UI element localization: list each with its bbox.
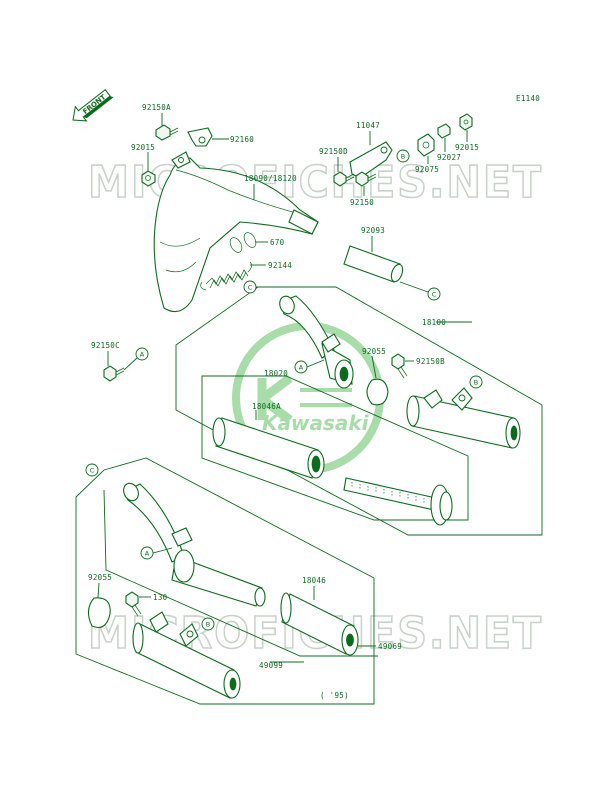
ref-c-mid-text: C [248, 284, 253, 292]
ref-circle-b-mid [469, 375, 483, 389]
label-92150: 92150 [350, 198, 374, 207]
ref-c-top-text: C [432, 291, 437, 299]
label-92150b: 92150B [416, 357, 445, 366]
ref-circle-a-left [135, 347, 149, 361]
label-92150a: 92150A [142, 103, 171, 112]
front-arrow-icon: FRONT [72, 89, 114, 122]
ref-c-bottom-text: C [90, 467, 95, 475]
label-92075: 92075 [415, 165, 439, 174]
inner-frame-18020 [201, 375, 469, 521]
muffler-49099 [132, 611, 241, 699]
spring-92144 [200, 261, 252, 291]
ref-a-left-text: A [140, 351, 145, 359]
assembly-frame-18100 [175, 286, 543, 536]
logo-text: Kawasaki [262, 411, 370, 435]
label-92027: 92027 [437, 153, 461, 162]
gasket-92055-top [366, 378, 389, 406]
pipe-92093 [343, 245, 404, 283]
nut-92015-right [459, 113, 473, 131]
inner-frame-bottom [103, 489, 378, 657]
ref-a-mid-text: A [299, 364, 304, 372]
bolt-92150a [155, 124, 179, 141]
label-92055-bottom: 92055 [88, 573, 112, 582]
label-92150d: 92150D [319, 147, 348, 156]
watermark-top: MICROFICHES.NET [88, 157, 543, 208]
label-18020: 18020 [264, 369, 288, 378]
silencer-18046 [280, 592, 359, 656]
label-18046: 18046 [302, 576, 326, 585]
grommet-92075 [417, 133, 435, 157]
silencer-pipe-18100 [279, 295, 354, 389]
label-92055-top: 92055 [362, 347, 386, 356]
ref-circle-c-bottom [85, 463, 99, 477]
ref-b-top-text: B [401, 153, 405, 161]
muffler-body-18100 [406, 387, 521, 449]
label-18090-18120: 18090/18120 [244, 174, 297, 183]
head-pipe-bottom [123, 482, 266, 607]
inner-pipe-18046a [212, 417, 325, 479]
year-note: ( '95) [320, 691, 349, 700]
o-ring-670 [229, 232, 257, 253]
ref-circle-c-mid [243, 280, 257, 294]
bracket-92160 [187, 127, 213, 147]
perforated-pipe-18020 [343, 477, 453, 526]
bolt-92150d [333, 171, 355, 187]
bracket-11047 [349, 141, 393, 179]
label-92144: 92144 [268, 261, 292, 270]
gasket-92055-bottom [87, 597, 111, 629]
collar-92027 [437, 123, 451, 139]
bolt-130 [125, 591, 142, 617]
label-670: 670 [270, 238, 285, 247]
label-49069: 49069 [378, 642, 402, 651]
label-18046a: 18046A [252, 402, 281, 411]
diagram-code: E1140 [516, 94, 540, 103]
ref-circle-b-top [396, 149, 410, 163]
label-92015-right: 92015 [455, 143, 479, 152]
expansion-chamber-18090 [153, 151, 319, 313]
bolt-92150 [355, 171, 377, 187]
label-92150c: 92150C [91, 341, 120, 350]
ref-circle-c-top [427, 287, 441, 301]
ref-b-bottom-text: B [206, 621, 210, 629]
ref-b-mid-text: B [474, 379, 478, 387]
label-130: 130 [153, 593, 168, 602]
assembly-frame-bottom [75, 457, 375, 705]
label-49099: 49099 [259, 661, 283, 670]
label-92160: 92160 [230, 135, 254, 144]
label-11047: 11047 [356, 121, 380, 130]
label-92015-left: 92015 [131, 143, 155, 152]
ref-a-bottom-text: A [145, 550, 150, 558]
label-18100: 18100 [422, 318, 446, 327]
ref-circle-b-bottom [201, 617, 215, 631]
bolt-92150c [103, 365, 125, 382]
bolt-92150b [391, 353, 408, 379]
label-92093: 92093 [361, 226, 385, 235]
